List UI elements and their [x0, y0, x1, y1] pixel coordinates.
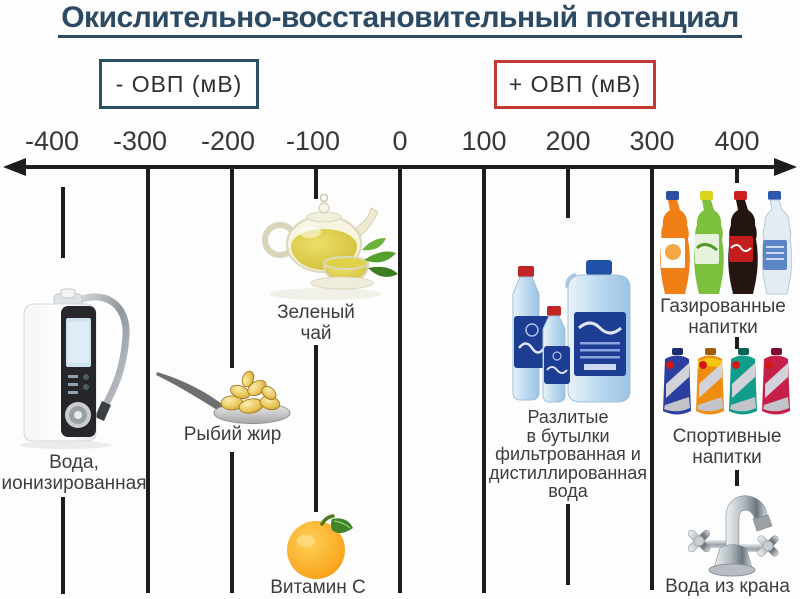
tick-label-400: 400: [714, 126, 760, 156]
label-sport-drinks: Спортивные напитки: [672, 426, 782, 469]
axis-column-line: [61, 187, 65, 258]
tick-label-300: 300: [629, 126, 675, 156]
axis-column-line: [650, 169, 654, 590]
fish-oil-spoon-icon: [156, 370, 291, 424]
label-fish-oil: Рыбий жир: [183, 424, 282, 445]
water-ionizer-icon: [20, 288, 130, 449]
tick-label-minus400: -400: [24, 126, 80, 156]
label-ionized-water: Вода, ионизированная: [1, 452, 147, 495]
tick-label-200: 200: [545, 126, 591, 156]
axis-column-line: [735, 337, 739, 349]
axis-column-line: [314, 345, 318, 512]
label-bottled-water: Разлитые в бутылки фильтрованная и дисти…: [489, 407, 647, 502]
negative-ovp-box: - ОВП (мВ): [99, 59, 259, 109]
axis-column-line: [566, 504, 570, 585]
axis-column-line: [230, 169, 234, 368]
axis-column-line: [146, 169, 150, 593]
label-tap-water: Вода из крана: [665, 576, 790, 597]
axis-column-line: [61, 497, 65, 594]
orange-icon: [287, 514, 353, 579]
green-tea-teapot-icon: [262, 193, 398, 300]
axis-column-line: [314, 169, 318, 199]
axis-arrow-line: [3, 158, 797, 176]
axis-column-line: [566, 169, 570, 218]
tick-label-100: 100: [461, 126, 507, 156]
bottled-water-icon: [512, 260, 631, 403]
axis-column-line: [735, 470, 739, 486]
tick-label-minus100: -100: [285, 126, 341, 156]
label-soda-drinks: Газированные напитки: [660, 296, 786, 339]
axis-column-line: [230, 452, 234, 593]
tick-label-minus200: -200: [200, 126, 256, 156]
positive-ovp-box: + ОВП (мВ): [494, 60, 656, 109]
axis-column-line: [735, 169, 739, 183]
sport-drinks-icon: [663, 348, 790, 415]
positive-ovp-label: + ОВП (мВ): [508, 71, 642, 97]
axis-column-line: [482, 169, 486, 593]
axis-column-line: [398, 169, 402, 593]
tap-faucet-icon: [687, 495, 779, 577]
label-green-tea: Зеленый чай: [277, 302, 355, 345]
page-title: Окислительно-восстановительный потенциал: [0, 1, 800, 38]
tick-label-0: 0: [392, 126, 408, 156]
negative-ovp-label: - ОВП (мВ): [115, 70, 243, 97]
page-title-text: Окислительно-восстановительный потенциал: [58, 1, 742, 38]
soda-bottles-icon: [660, 191, 792, 295]
tick-label-minus300: -300: [112, 126, 168, 156]
label-vitamin-c: Витамин С: [270, 577, 366, 598]
